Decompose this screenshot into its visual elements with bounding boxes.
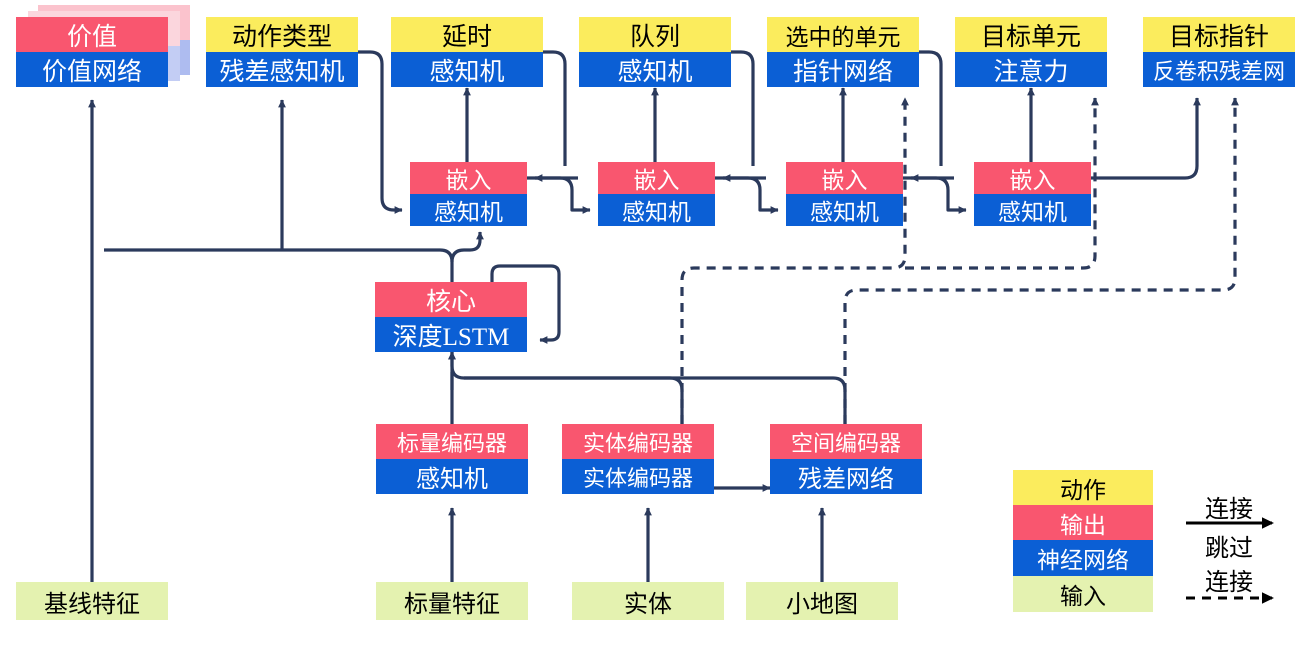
legend-skip-label-line1: 跳过 [1205,536,1253,562]
node-embed-1-output: 嵌入 [410,162,527,194]
node-scalar-encoder[interactable]: 标量编码器 感知机 [376,424,528,494]
legend-swatches: 动作 输出 神经网络 输入 [1013,470,1153,612]
node-input-entities[interactable]: 实体 [572,582,724,620]
wire-delay-to-embed2-stub [541,50,567,166]
node-embed-4-output: 嵌入 [974,162,1091,194]
node-target-unit-net: 注意力 [955,52,1107,87]
node-delay-net: 感知机 [391,52,543,87]
node-embed-3-output: 嵌入 [786,162,903,194]
legend-swatch-input: 输入 [1013,576,1153,612]
node-value-action: 价值 [16,17,168,52]
node-embed-2[interactable]: 嵌入 感知机 [598,162,715,226]
node-entity-encoder-net: 实体编码器 [562,459,714,494]
node-delay-action: 延时 [391,17,543,52]
wire-actiontype-to-embed1 [358,50,403,214]
node-embed-3[interactable]: 嵌入 感知机 [786,162,903,226]
wire-core-to-embed1 [450,231,484,263]
wire-core-to-upper-bus [104,248,454,282]
node-action-type-net: 残差感知机 [206,52,358,87]
node-input-minimap[interactable]: 小地图 [746,582,898,620]
skip-spatialenc-to-targetpointer [843,97,1239,424]
node-input-minimap-label: 小地图 [746,582,898,620]
node-embed-1[interactable]: 嵌入 感知机 [410,162,527,226]
node-delay[interactable]: 延时 感知机 [391,17,543,87]
node-selected-units-action: 选中的单元 [767,17,919,52]
node-embed-4[interactable]: 嵌入 感知机 [974,162,1091,226]
node-embed-4-net: 感知机 [974,194,1091,226]
node-target-pointer[interactable]: 目标指针 反卷积残差网 [1143,17,1295,87]
wire-core-recurrent-loop [490,264,561,344]
node-queue-action: 队列 [579,17,731,52]
node-embed-2-output: 嵌入 [598,162,715,194]
legend-swatch-network: 神经网络 [1013,540,1153,576]
node-action-type-action: 动作类型 [206,17,358,52]
node-embed-1-net: 感知机 [410,194,527,226]
skip-entityenc-to-targetunit [905,97,1099,270]
node-entity-encoder[interactable]: 实体编码器 实体编码器 [562,424,714,494]
node-target-pointer-net: 反卷积残差网 [1143,52,1295,87]
node-value[interactable]: 价值 价值网络 [16,17,168,87]
node-entity-encoder-output: 实体编码器 [562,424,714,459]
node-target-unit-action: 目标单元 [955,17,1107,52]
legend-skip-label-line2: 连接 [1205,570,1253,596]
wire-embed1-to-embed2 [527,176,591,214]
node-scalar-encoder-output: 标量编码器 [376,424,528,459]
wire-spatialenc-to-core [464,376,847,424]
node-target-pointer-action: 目标指针 [1143,17,1295,52]
node-input-entities-label: 实体 [572,582,724,620]
legend-swatch-output: 输出 [1013,505,1153,540]
node-spatial-encoder-output: 空间编码器 [770,424,922,459]
node-core-net: 深度LSTM [375,317,527,352]
node-value-net: 价值网络 [16,52,168,87]
node-scalar-encoder-net: 感知机 [376,459,528,494]
node-input-scalar-features-label: 标量特征 [376,582,528,620]
wire-embed3-to-embed4 [903,176,967,214]
node-queue[interactable]: 队列 感知机 [579,17,731,87]
node-input-baseline-features-label: 基线特征 [16,582,168,620]
wire-embed2-to-embed3 [715,176,779,214]
node-core[interactable]: 核心 深度LSTM [375,282,527,352]
node-embed-2-net: 感知机 [598,194,715,226]
node-spatial-encoder-net: 残差网络 [770,459,922,494]
legend-connection-label: 连接 [1205,497,1253,523]
node-selected-units[interactable]: 选中的单元 指针网络 [767,17,919,87]
node-queue-net: 感知机 [579,52,731,87]
node-core-output: 核心 [375,282,527,317]
legend-swatch-action: 动作 [1013,470,1153,505]
node-input-scalar-features[interactable]: 标量特征 [376,582,528,620]
wire-queue-to-embed3-stub [729,50,755,166]
node-selected-units-net: 指针网络 [767,52,919,87]
node-embed-3-net: 感知机 [786,194,903,226]
wire-selected-to-embed4-stub [917,50,943,166]
node-input-baseline-features[interactable]: 基线特征 [16,582,168,620]
wire-embed4-to-targetpointer [1099,97,1201,180]
node-target-unit[interactable]: 目标单元 注意力 [955,17,1107,87]
wire-entityenc-to-core [448,351,684,424]
node-action-type[interactable]: 动作类型 残差感知机 [206,17,358,87]
node-spatial-encoder[interactable]: 空间编码器 残差网络 [770,424,922,494]
skip-entityenc-to-selected [680,97,909,424]
